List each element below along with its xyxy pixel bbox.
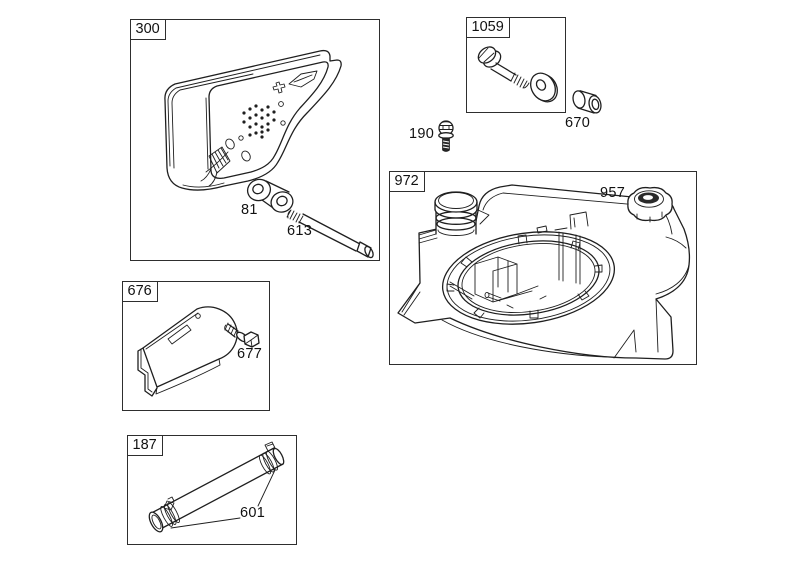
fuel-cap-957-drawing	[627, 186, 673, 223]
part-box-972: 972	[388, 170, 697, 365]
ring-tabs	[446, 234, 603, 319]
internal-structure	[449, 211, 589, 309]
part-box-676-label: 676	[121, 280, 158, 302]
guard-bracket	[137, 347, 158, 397]
leader-lines-601	[170, 469, 276, 529]
part-box-972-label: 972	[388, 170, 425, 192]
sleeve-670-drawing	[572, 90, 602, 114]
part-box-676: 676	[121, 280, 270, 411]
muffler-logo	[200, 146, 231, 187]
left-clamp	[160, 496, 180, 527]
fuel-tank-972-drawing	[397, 184, 691, 360]
guard-676-drawing	[137, 306, 260, 397]
callout-957: 957	[600, 185, 626, 201]
right-clamp	[258, 441, 279, 475]
muffler-emblem	[288, 70, 318, 88]
part-box-187: 187	[126, 434, 297, 545]
callout-670: 670	[565, 115, 591, 131]
muffler-perforations	[242, 104, 276, 139]
part-box-187-label: 187	[126, 434, 163, 456]
part-box-1059: 1059	[465, 16, 566, 113]
callout-601: 601	[240, 505, 266, 521]
callout-81: 81	[241, 202, 258, 218]
part-box-300-label: 300	[129, 18, 166, 40]
muffler-cross-emboss	[272, 81, 286, 94]
washer-81-drawing	[246, 178, 294, 213]
part-box-300: 300	[129, 18, 380, 261]
muffler-front-face	[208, 61, 329, 179]
callout-613: 613	[287, 223, 313, 239]
guard-body	[142, 306, 238, 388]
part-box-1059-label: 1059	[465, 16, 510, 38]
muffler-assembly-drawing	[164, 49, 374, 259]
tube-187-drawing	[148, 441, 285, 533]
filler-neck	[434, 191, 490, 236]
bolt-washer-1059-drawing	[477, 46, 558, 103]
callout-190: 190	[409, 126, 435, 142]
screw-677-drawing	[224, 322, 260, 348]
bolt-613-drawing	[286, 209, 374, 259]
screw-190-drawing	[438, 120, 454, 152]
callout-677: 677	[237, 346, 263, 362]
